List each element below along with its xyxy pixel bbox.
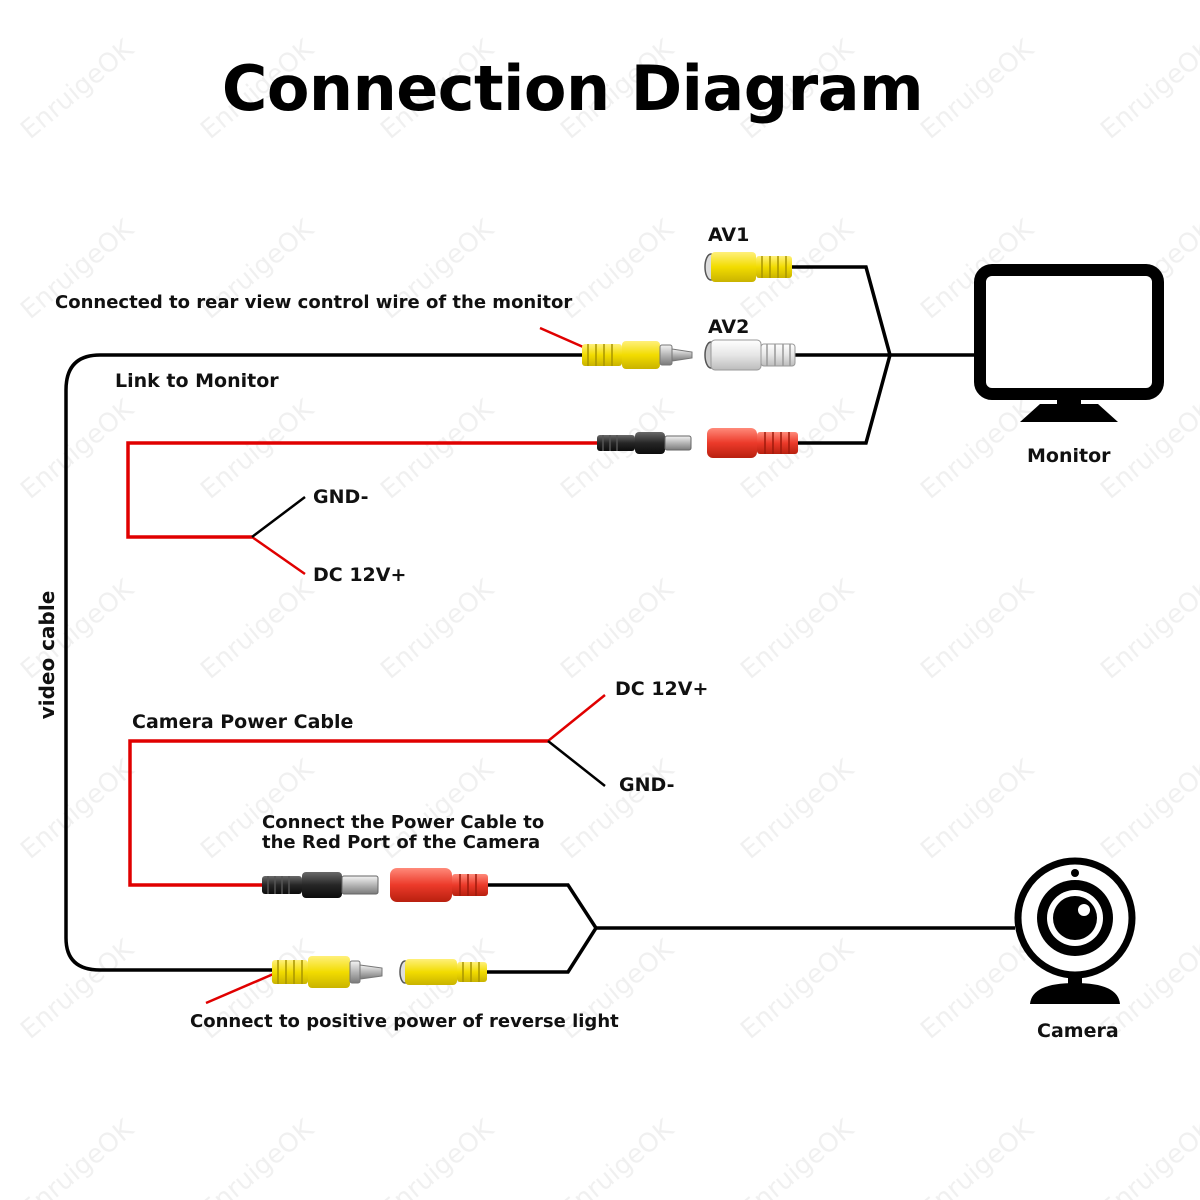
label-link-to-monitor: Link to Monitor xyxy=(115,370,279,392)
camera-power-wire xyxy=(128,694,606,887)
watermark-text: EnruigeOK xyxy=(555,1114,680,1200)
watermark-text: EnruigeOK xyxy=(15,1114,140,1200)
watermark-text: EnruigeOK xyxy=(915,1114,1040,1200)
watermark-text: EnruigeOK xyxy=(15,574,140,686)
camera-wires xyxy=(486,883,1015,974)
reverse-light-wire xyxy=(205,970,279,1005)
label-dc-top: DC 12V+ xyxy=(313,564,407,586)
camera-dc-plug xyxy=(262,872,379,898)
camera-dc-socket xyxy=(390,868,488,902)
label-connect-power-2: the Red Port of the Camera xyxy=(262,832,541,853)
watermark-text: EnruigeOK xyxy=(555,574,680,686)
label-monitor: Monitor xyxy=(1027,445,1111,467)
video-cable-wire xyxy=(64,353,582,972)
watermark-text: EnruigeOK xyxy=(375,394,500,506)
watermark-text: EnruigeOK xyxy=(555,214,680,326)
watermark-text: EnruigeOK xyxy=(15,934,140,1046)
watermark-text: EnruigeOK xyxy=(375,1114,500,1200)
monitor-dc-plug xyxy=(597,432,692,454)
label-rear-view-control: Connected to rear view control wire of t… xyxy=(55,292,573,313)
label-av1: AV1 xyxy=(708,224,750,246)
watermark-text: EnruigeOK xyxy=(1095,574,1200,686)
webcam-icon xyxy=(1014,857,1136,1004)
watermark-text: EnruigeOK xyxy=(195,394,320,506)
watermark-text: EnruigeOK xyxy=(735,934,860,1046)
watermark-text: EnruigeOK xyxy=(15,394,140,506)
av2-connector xyxy=(704,339,796,371)
label-camera: Camera xyxy=(1037,1020,1119,1042)
label-reverse-light: Connect to positive power of reverse lig… xyxy=(190,1011,619,1032)
monitor-power-wire xyxy=(126,441,597,576)
rear-control-rca-plug xyxy=(582,341,693,369)
watermark-text: EnruigeOK xyxy=(195,574,320,686)
watermark-text: EnruigeOK xyxy=(1095,1114,1200,1200)
watermark-text: EnruigeOK xyxy=(735,1114,860,1200)
watermark-text: EnruigeOK xyxy=(735,754,860,866)
monitor-dc-socket xyxy=(707,428,798,458)
watermark-text: EnruigeOK xyxy=(555,754,680,866)
monitor-icon xyxy=(974,264,1164,422)
watermark-text: EnruigeOK xyxy=(195,1114,320,1200)
watermark-text: EnruigeOK xyxy=(1095,754,1200,866)
watermark-text: EnruigeOK xyxy=(735,574,860,686)
watermark-text: EnruigeOK xyxy=(15,754,140,866)
label-gnd-top: GND- xyxy=(313,486,369,508)
camera-rca-socket xyxy=(399,959,487,985)
rear-control-wire xyxy=(539,326,591,352)
label-dc-bottom: DC 12V+ xyxy=(615,678,709,700)
label-connect-power-1: Connect the Power Cable to xyxy=(262,812,545,833)
watermark-text: EnruigeOK xyxy=(375,574,500,686)
watermark-text: EnruigeOK xyxy=(915,574,1040,686)
watermark-text: EnruigeOK xyxy=(915,934,1040,1046)
watermark-text: EnruigeOK xyxy=(915,754,1040,866)
label-av2: AV2 xyxy=(708,316,750,338)
page-title: Connection Diagram xyxy=(221,52,924,125)
label-video-cable: video cable xyxy=(35,590,59,720)
label-gnd-bottom: GND- xyxy=(619,774,675,796)
watermark-text: EnruigeOK xyxy=(915,394,1040,506)
camera-rca-plug xyxy=(272,956,383,988)
av1-connector xyxy=(704,252,792,282)
label-camera-power-cable: Camera Power Cable xyxy=(132,711,354,733)
monitor-wires xyxy=(790,265,975,445)
